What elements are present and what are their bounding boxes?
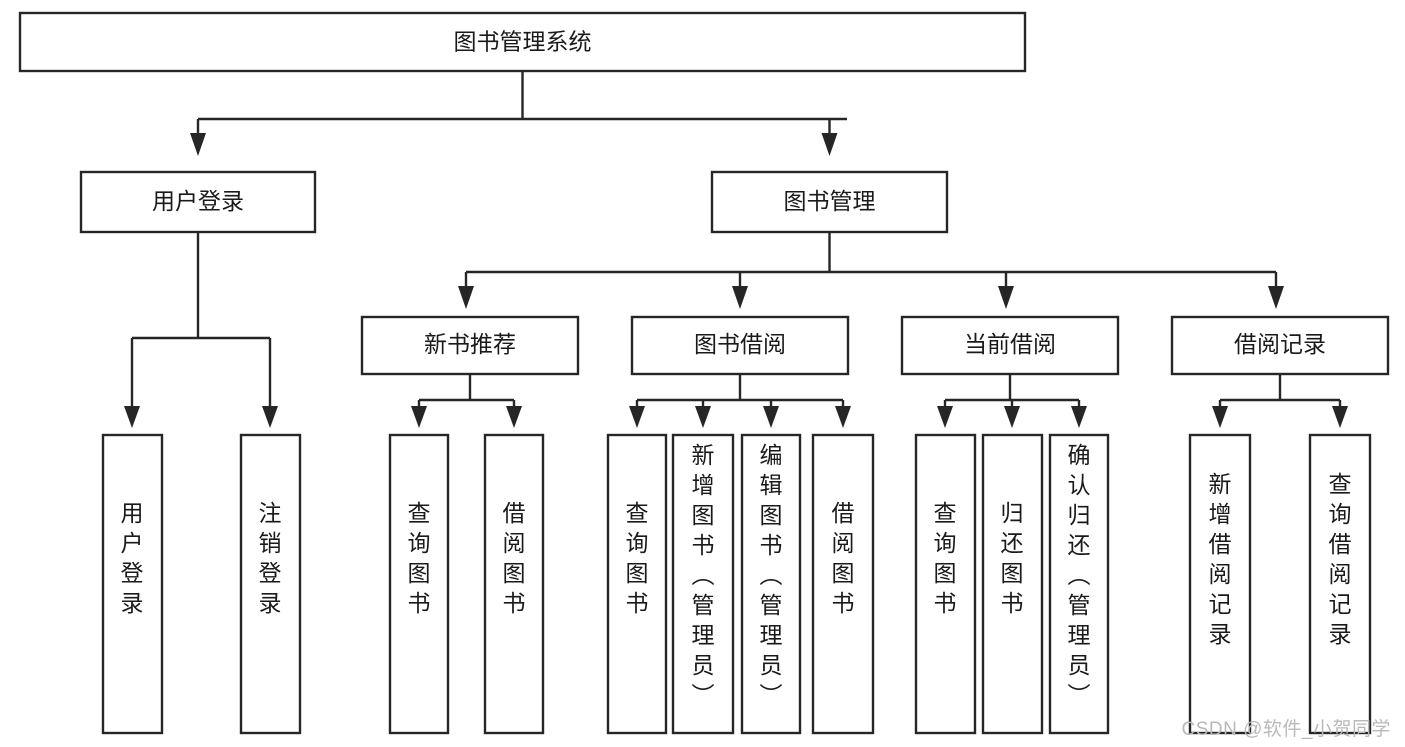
connector-borrow-records-to-leaves bbox=[1212, 374, 1348, 428]
leaf-user-login-label: 用户登录 bbox=[121, 500, 144, 616]
leaf-user-login-box[interactable] bbox=[101, 433, 164, 735]
node-new-book-recommend-box[interactable] bbox=[360, 315, 580, 376]
leaf-logout-login-box[interactable] bbox=[239, 433, 302, 735]
leaf-add-borrow-record-label: 新增借阅记录 bbox=[1209, 471, 1232, 647]
leaf-node-confirm-return-admin[interactable]: 确认归还︵管理员︶ bbox=[1048, 433, 1110, 735]
leaf-query-book-recommend-label: 查询图书 bbox=[408, 500, 431, 616]
arrow-head-user-login bbox=[190, 133, 206, 156]
node-new-book-recommend[interactable]: 新书推荐 bbox=[360, 315, 580, 376]
leaf-query-borrow-record-label: 查询借阅记录 bbox=[1329, 471, 1352, 647]
node-book-management[interactable]: 图书管理 bbox=[710, 170, 949, 234]
node-current-borrow[interactable]: 当前借阅 bbox=[900, 315, 1120, 376]
leaf-node-edit-book-admin[interactable]: 编辑图书︵管理员︶ bbox=[740, 433, 802, 735]
arrow-head-book-borrow bbox=[732, 286, 748, 309]
arrow-head-leaf-return-book bbox=[1004, 406, 1020, 428]
connector-current-borrow-to-leaves bbox=[937, 374, 1087, 428]
node-user-login-label: 用户登录 bbox=[152, 188, 244, 214]
leaf-node-query-book-recommend[interactable]: 查询图书 bbox=[388, 433, 450, 735]
node-root-label: 图书管理系统 bbox=[454, 29, 592, 55]
leaf-query-book-recommend-box[interactable] bbox=[388, 433, 450, 735]
node-current-borrow-box[interactable] bbox=[900, 315, 1120, 376]
node-new-book-recommend-label: 新书推荐 bbox=[424, 331, 516, 357]
arrow-head-new-book-recommend bbox=[458, 286, 474, 309]
leaf-query-book-current-box[interactable] bbox=[914, 433, 977, 735]
leaf-edit-book-admin-box[interactable] bbox=[740, 433, 802, 735]
node-current-borrow-label: 当前借阅 bbox=[964, 331, 1056, 357]
node-user-login-box[interactable] bbox=[79, 170, 317, 234]
node-book-management-box[interactable] bbox=[710, 170, 949, 234]
arrow-head-leaf-confirm-return-admin bbox=[1071, 406, 1087, 428]
leaf-query-book-current-label: 查询图书 bbox=[934, 500, 957, 616]
arrow-head-leaf-query-book-borrow bbox=[629, 406, 645, 428]
arrow-head-book-management bbox=[821, 133, 838, 156]
leaf-node-add-borrow-record[interactable]: 新增借阅记录 bbox=[1188, 433, 1252, 735]
connector-root-to-level2 bbox=[190, 71, 847, 156]
leaf-confirm-return-admin-label: 确认归还︵管理员︶ bbox=[1068, 442, 1091, 708]
leaf-node-return-book[interactable]: 归还图书 bbox=[981, 433, 1044, 735]
leaf-node-user-login[interactable]: 用户登录 bbox=[101, 433, 164, 735]
leaf-query-borrow-record-box[interactable] bbox=[1308, 433, 1372, 735]
leaf-add-book-admin-box[interactable] bbox=[671, 433, 735, 735]
leaf-query-book-borrow-label: 查询图书 bbox=[626, 500, 649, 616]
connector-user-login-to-leaves bbox=[124, 232, 278, 428]
node-root-box[interactable] bbox=[18, 11, 1027, 73]
arrow-head-leaf-user-login bbox=[124, 406, 140, 428]
arrow-head-leaf-query-book-recommend bbox=[411, 406, 427, 428]
node-borrow-records-label: 借阅记录 bbox=[1234, 331, 1326, 357]
arrow-head-leaf-logout-login bbox=[262, 406, 278, 428]
node-book-borrow-label: 图书借阅 bbox=[694, 331, 786, 357]
leaf-edit-book-admin-label: 编辑图书︵管理员︶ bbox=[760, 442, 783, 708]
node-book-borrow[interactable]: 图书借阅 bbox=[630, 315, 850, 376]
leaf-add-book-admin-label: 新增图书︵管理员︶ bbox=[692, 442, 715, 708]
leaf-confirm-return-admin-box[interactable] bbox=[1048, 433, 1110, 735]
arrow-head-leaf-borrow-book bbox=[835, 406, 851, 428]
leaf-return-book-box[interactable] bbox=[981, 433, 1044, 735]
leaf-node-add-book-admin[interactable]: 新增图书︵管理员︶ bbox=[671, 433, 735, 735]
connector-book-management-to-level3 bbox=[458, 232, 1284, 309]
arrow-head-leaf-query-book-current bbox=[937, 406, 953, 428]
leaf-add-borrow-record-box[interactable] bbox=[1188, 433, 1252, 735]
leaf-node-logout-login[interactable]: 注销登录 bbox=[239, 433, 302, 735]
arrow-head-leaf-add-borrow-record bbox=[1212, 406, 1228, 428]
leaf-borrow-book-box[interactable] bbox=[811, 433, 875, 735]
node-borrow-records-box[interactable] bbox=[1170, 315, 1390, 376]
leaf-node-query-book-borrow[interactable]: 查询图书 bbox=[606, 433, 668, 735]
connector-new-book-recommend-to-leaves bbox=[411, 374, 522, 428]
node-book-management-label: 图书管理 bbox=[784, 188, 876, 214]
leaf-borrow-book-recommend-box[interactable] bbox=[483, 433, 545, 735]
arrow-head-leaf-borrow-book-recommend bbox=[506, 406, 522, 428]
arrow-head-current-borrow bbox=[998, 286, 1014, 309]
node-borrow-records[interactable]: 借阅记录 bbox=[1170, 315, 1390, 376]
connector-book-borrow-to-leaves bbox=[629, 374, 851, 428]
arrow-head-leaf-query-borrow-record bbox=[1332, 406, 1348, 428]
leaf-borrow-book-recommend-label: 借阅图书 bbox=[503, 500, 526, 616]
leaf-logout-login-label: 注销登录 bbox=[259, 500, 282, 616]
node-root[interactable]: 图书管理系统 bbox=[18, 11, 1027, 73]
node-book-borrow-box[interactable] bbox=[630, 315, 850, 376]
leaf-node-query-borrow-record[interactable]: 查询借阅记录 bbox=[1308, 433, 1372, 735]
leaf-query-book-borrow-box[interactable] bbox=[606, 433, 668, 735]
leaf-node-query-book-current[interactable]: 查询图书 bbox=[914, 433, 977, 735]
leaf-node-borrow-book-recommend[interactable]: 借阅图书 bbox=[483, 433, 545, 735]
node-user-login[interactable]: 用户登录 bbox=[79, 170, 317, 234]
leaf-node-borrow-book[interactable]: 借阅图书 bbox=[811, 433, 875, 735]
leaf-return-book-label: 归还图书 bbox=[1001, 500, 1024, 616]
arrow-head-leaf-add-book-admin bbox=[695, 406, 711, 428]
connector-layer bbox=[124, 71, 1348, 428]
arrow-head-borrow-records bbox=[1268, 286, 1284, 309]
leaf-borrow-book-label: 借阅图书 bbox=[832, 500, 855, 616]
arrow-head-leaf-edit-book-admin bbox=[763, 406, 779, 428]
